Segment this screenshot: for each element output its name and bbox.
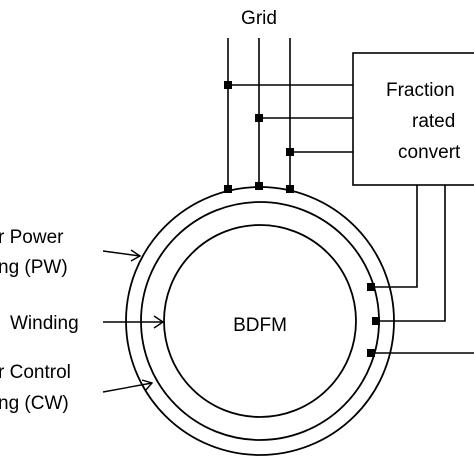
terminal-dot <box>367 283 375 291</box>
junction-dot <box>255 114 263 122</box>
terminal-dot <box>224 185 232 193</box>
junction-dot <box>224 81 232 89</box>
grid-label: Grid <box>241 8 277 29</box>
connection-dots <box>224 81 380 357</box>
converter-box <box>352 52 474 186</box>
control-winding-label-line-2: ng (CW) <box>0 393 69 414</box>
control-winding-ring <box>163 224 357 418</box>
converter-label-line-2: rated <box>412 111 455 132</box>
terminal-dot <box>286 185 294 193</box>
cw-arrow <box>102 382 153 393</box>
rotor-winding-label: Winding <box>10 313 79 334</box>
converter-cw-connections <box>371 185 474 354</box>
terminal-dot <box>367 349 375 357</box>
control-winding-label-line-1: r Control <box>0 362 71 383</box>
junction-dot <box>286 148 294 156</box>
bdfm-label: BDFM <box>233 315 287 336</box>
terminal-dot <box>372 317 380 325</box>
power-winding-label-line-2: ng (PW) <box>0 257 68 278</box>
pw-arrow <box>102 250 141 257</box>
converter-grid-connections <box>228 84 353 153</box>
converter-label-line-3: convert <box>398 142 461 163</box>
converter-label-line-1: Fraction <box>386 80 455 101</box>
terminal-dot <box>255 182 263 190</box>
grid-lines <box>227 38 291 189</box>
power-winding-label-line-1: r Power <box>0 227 64 248</box>
label-arrows <box>102 249 165 393</box>
